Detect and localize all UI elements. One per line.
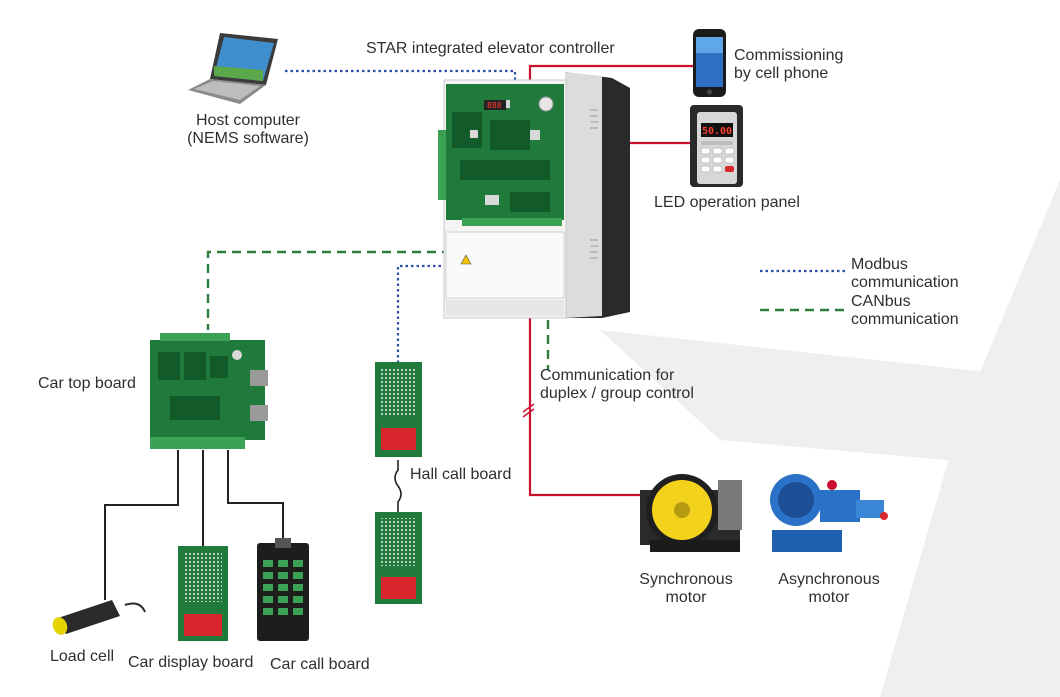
hall-call-board-label: Hall call board <box>410 466 512 483</box>
car-call-board <box>257 538 309 641</box>
legend-canbus-line1: CANbus <box>851 293 911 310</box>
commissioning-label: Commissioning by cell phone <box>734 47 843 83</box>
led-operation-panel <box>690 105 743 187</box>
async-motor-line2: motor <box>808 589 850 606</box>
async-motor-label: Asynchronous motor <box>766 571 892 607</box>
wire-car-call <box>227 450 284 544</box>
host-computer-laptop <box>188 33 278 104</box>
car-display-board <box>178 546 228 641</box>
svg-text:888: 888 <box>487 101 502 110</box>
legend-modbus-line1: Modbus <box>851 256 908 273</box>
controller-title: STAR integrated elevator controller <box>366 40 615 57</box>
legend-modbus-line2: communication <box>851 274 959 291</box>
watermark-logo <box>600 180 1060 697</box>
load-cell-label: Load cell <box>50 648 115 665</box>
synchronous-motor <box>640 474 742 552</box>
commissioning-line1: Commissioning <box>734 47 844 64</box>
motor-power-line <box>528 305 640 497</box>
hall-call-board-top <box>375 362 422 457</box>
sync-motor-label: Synchronous motor <box>628 571 744 607</box>
hall-call-link <box>394 460 402 512</box>
load-cell-sensor <box>52 600 146 635</box>
car-display-board-label: Car display board <box>128 654 254 671</box>
hall-call-board-bottom <box>375 512 422 604</box>
wire-load-cell <box>104 450 179 600</box>
legend-canbus-line2: communication <box>851 311 959 328</box>
star-elevator-controller: 888 <box>438 72 630 319</box>
host-computer-label: Host computer (NEMS software) <box>180 112 316 148</box>
commissioning-line2: by cell phone <box>734 65 829 82</box>
comm-group-line1: Communication for <box>540 367 675 384</box>
host-computer-line2: (NEMS software) <box>187 130 309 147</box>
sync-motor-line1: Synchronous <box>639 571 733 588</box>
comm-group-label: Communication for duplex / group control <box>540 367 694 403</box>
car-top-board-label: Car top board <box>38 375 136 392</box>
comm-group-line2: duplex / group control <box>540 385 694 402</box>
host-computer-line1: Host computer <box>195 112 301 129</box>
sync-motor-line2: motor <box>665 589 707 606</box>
led-panel-label: LED operation panel <box>654 194 800 211</box>
cell-phone <box>693 29 726 97</box>
legend-canbus-label: CANbus communication <box>851 293 959 329</box>
async-motor-line1: Asynchronous <box>778 571 880 588</box>
car-top-board <box>150 333 268 449</box>
legend-modbus-label: Modbus communication <box>851 256 959 292</box>
led-display-value: 50.00 <box>702 126 732 137</box>
cable-break-mark <box>522 403 535 418</box>
car-call-board-label: Car call board <box>270 656 370 673</box>
asynchronous-motor <box>770 474 888 552</box>
canbus-line-car-top <box>206 250 466 330</box>
